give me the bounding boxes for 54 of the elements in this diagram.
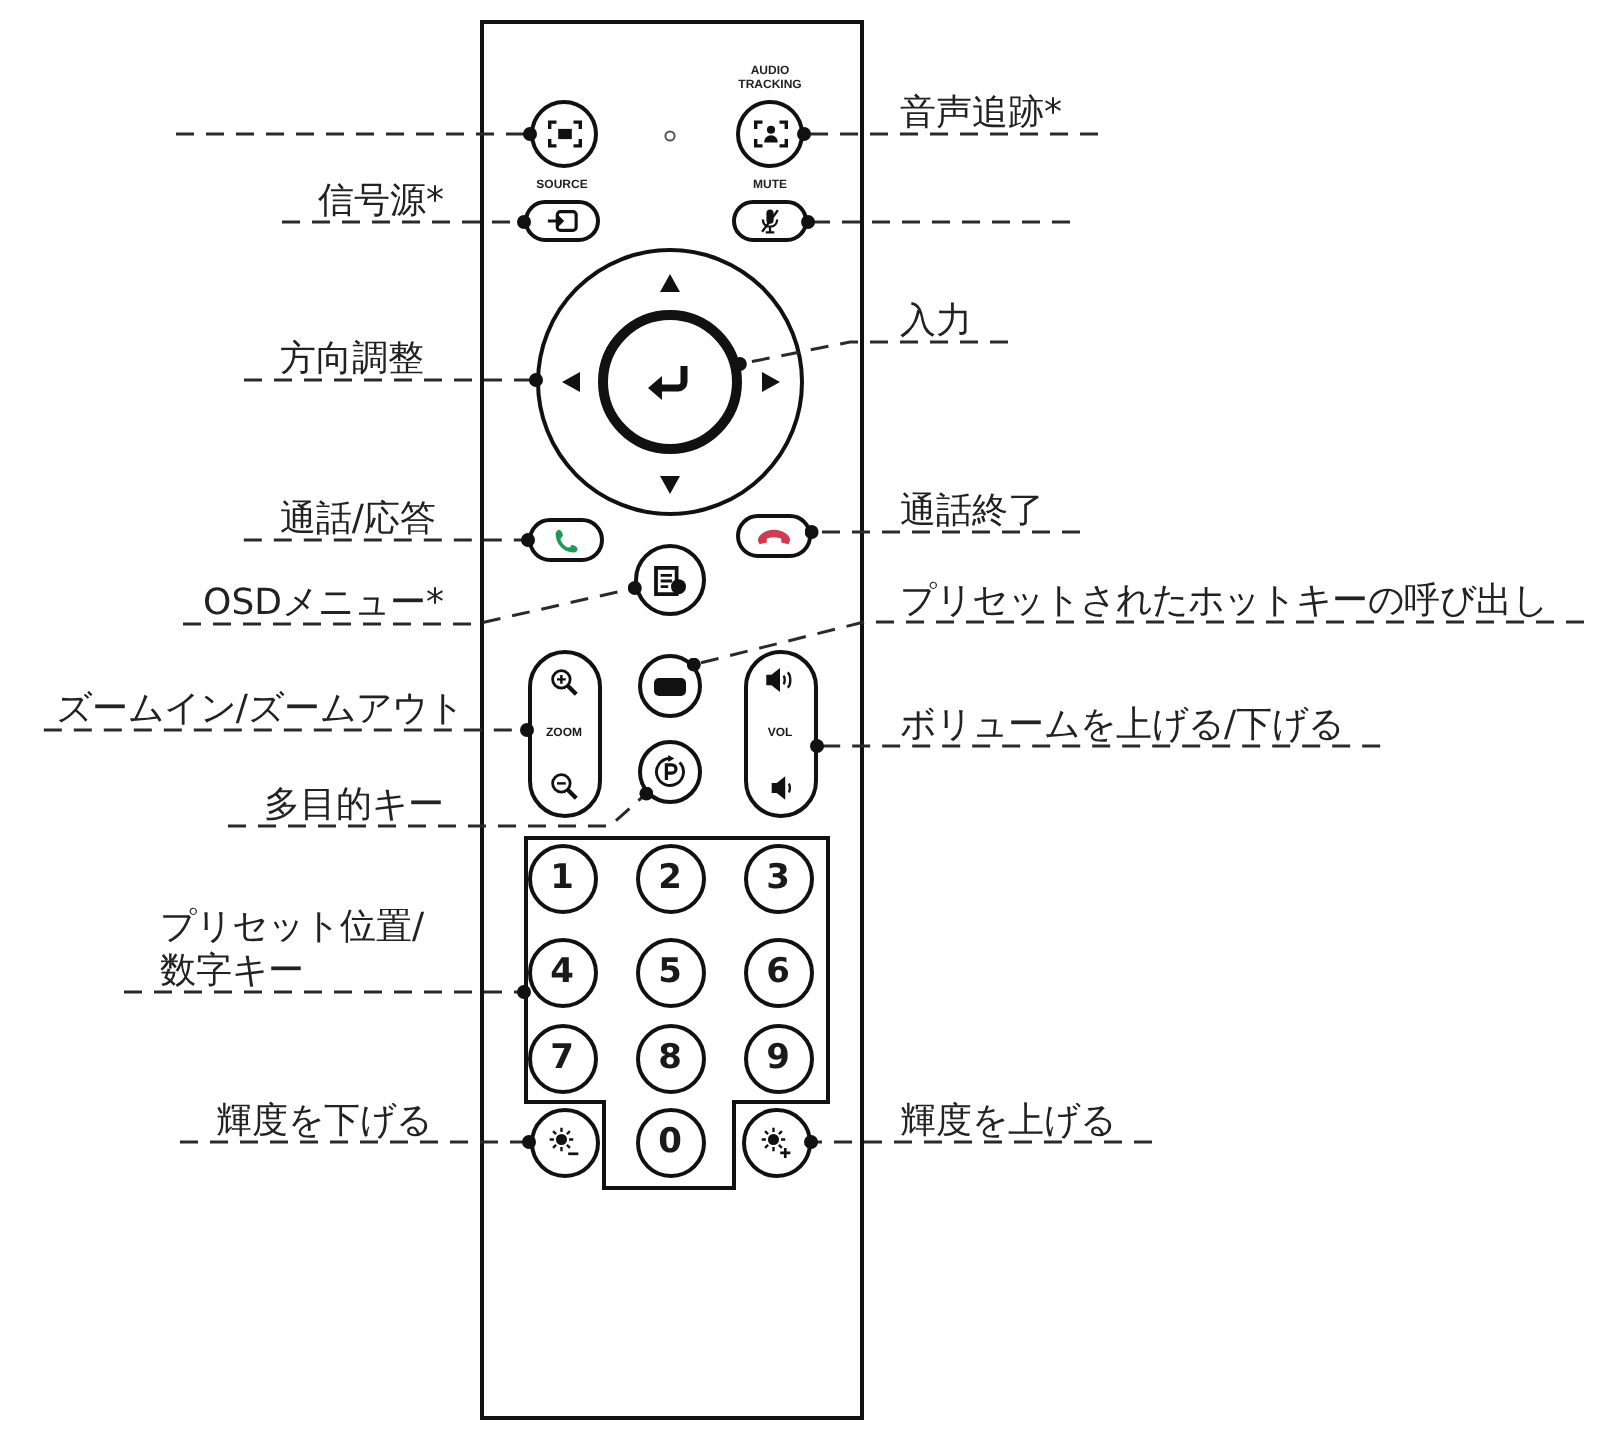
callout-label: プリセットされたホットキーの呼び出し	[900, 580, 1548, 625]
leader-line	[228, 786, 654, 828]
rocker-key	[743, 650, 817, 818]
leader-line	[797, 127, 1098, 141]
round-key	[530, 100, 598, 168]
callout-label: 信号源*	[318, 180, 444, 225]
leader-line	[801, 215, 1070, 229]
number-key: 2	[635, 843, 705, 913]
callout-label: ボリュームを上げる/下げる	[900, 704, 1345, 749]
round-key	[638, 654, 702, 718]
leader-line	[282, 215, 531, 229]
number-key: 3	[743, 843, 813, 913]
number-key: 1	[527, 843, 597, 913]
leader-line	[183, 581, 642, 626]
leader-line	[804, 1135, 1152, 1149]
callout-label: プリセット位置/数字キー	[160, 905, 441, 995]
number-key: 8	[635, 1023, 705, 1093]
enter-key	[598, 310, 742, 454]
oval-key	[736, 514, 812, 558]
callout-label: 輝度を下げる	[216, 1100, 432, 1145]
callout-label: 方向調整	[280, 338, 424, 383]
leader-line	[43, 723, 534, 737]
callout-label: 通話終了	[900, 490, 1044, 535]
callout-label: 輝度を上げる	[900, 1100, 1116, 1145]
remote-body	[480, 20, 864, 1420]
number-key: 7	[527, 1023, 597, 1093]
leader-line	[176, 127, 537, 141]
callout-label: 入力	[900, 300, 972, 345]
number-key: 4	[527, 937, 597, 1007]
number-key: 5	[635, 937, 705, 1007]
leader-line	[810, 739, 1381, 753]
leader-line	[804, 525, 1080, 539]
leader-line	[686, 620, 1584, 672]
leader-line	[244, 373, 543, 387]
number-key: 6	[743, 937, 813, 1007]
callout-label: OSDメニュー*	[203, 582, 444, 627]
number-key: 9	[743, 1023, 813, 1093]
round-key	[529, 1107, 599, 1177]
callout-label: 通話/応答	[279, 498, 436, 543]
callout-label: ズームイン/ズームアウト	[55, 688, 464, 733]
round-key	[741, 1107, 811, 1177]
keypad-outline	[524, 836, 830, 1190]
callout-label: 音声追跡*	[900, 92, 1062, 137]
round-key	[638, 740, 702, 804]
leader-line	[124, 985, 531, 999]
navigation-ring	[536, 248, 804, 516]
leader-line	[732, 340, 1008, 371]
oval-key	[528, 518, 604, 562]
callout-label: 多目的キー	[264, 784, 444, 829]
rocker-key	[527, 650, 601, 818]
leader-line	[243, 533, 535, 547]
leader-line	[180, 1135, 536, 1149]
round-key	[634, 544, 706, 616]
number-key: 0	[635, 1107, 705, 1177]
